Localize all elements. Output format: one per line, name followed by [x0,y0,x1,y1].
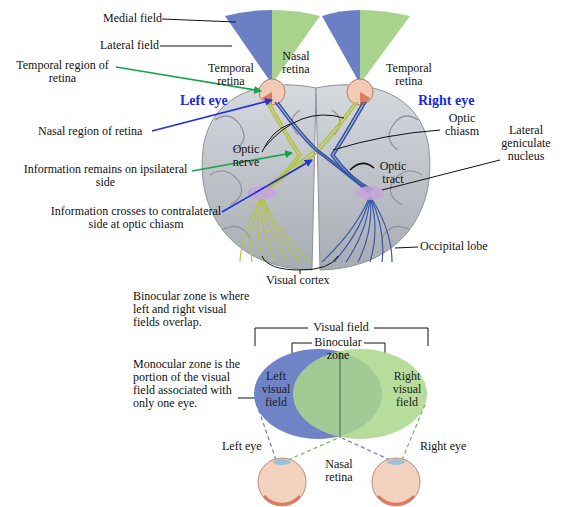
left-hemisphere [202,85,316,270]
fiber [262,102,355,192]
gyrus [210,171,242,205]
callout-label: Medial field [103,12,162,25]
callout-label: Optic nerve [226,143,266,169]
fiber [322,196,370,262]
leader-lines [160,19,500,274]
callout-label: Optic tract [375,160,411,186]
callout-label: Temporal retina [383,62,435,88]
left-radiation [240,196,310,262]
lens [387,459,405,465]
leader-line [160,46,232,47]
eye-label: Left eye [180,93,228,109]
fiber [331,102,370,190]
lgn-body [356,186,384,200]
medial-fan [322,10,360,84]
right-hemisphere [316,85,430,270]
fiber [240,196,262,262]
optic-radiations [240,196,392,262]
lgn [248,186,384,200]
lens [273,459,291,465]
fiber [334,196,370,262]
eyes-bottom [258,458,420,506]
left-eyeball [259,79,285,105]
callout-label: Visual field [311,321,371,334]
callout-label: Information crosses to contralateral sid… [46,205,226,231]
callout-label: Temporal retina [205,62,257,88]
cortex-bracket [262,256,338,274]
callout-label: Occipital lobe [420,240,488,253]
leader-line [238,398,256,399]
ellipse-shape [293,349,427,439]
right-radiation [322,196,392,262]
fiber [370,196,392,262]
lateral-fan [272,10,320,84]
callout-label: Lateral geniculate nucleus [496,124,556,163]
gyrus [222,226,250,238]
callout-label: Right eye [420,440,466,453]
crossing-fibers [275,102,373,193]
ipsilateral-fibers [260,102,358,193]
left-eyeball [258,458,306,506]
right-eyeball [372,458,420,506]
callout-label: Monocular zone is the portion of the vis… [133,358,243,410]
right-eyeball [347,79,373,105]
field-label: Right visual field [388,370,426,409]
callout-label: Left eye [222,440,262,453]
leader-line [395,247,418,248]
field-divider [339,352,340,438]
callout-label: Nasal retina [319,458,359,484]
callout-label: Nasal retina [276,50,316,76]
callout-label: Binocular zone is where left and right v… [133,290,255,329]
gyri [210,110,422,238]
visual-field-ellipse: Right visual field [292,348,428,440]
retina [264,496,300,504]
callout-label: Nasal region of retina [38,125,142,138]
fiber [334,102,373,190]
retina [378,496,414,504]
callout-label: Temporal region of retina [10,59,115,85]
leader-line [162,19,236,22]
eyes-top [259,79,373,105]
callout-label: Visual cortex [266,274,330,287]
fiber [262,196,310,262]
brain [202,85,430,270]
sight-line [342,438,390,460]
sight-lines [256,402,426,460]
field-label: Left visual field [257,370,295,409]
eye-label: Right eye [418,93,474,109]
callout-label: Optic chiasm [440,112,484,138]
arrows [116,67,312,212]
sight-line [288,438,338,460]
fiber [358,196,371,262]
callout-label: Lateral field [100,39,159,52]
leader-hook [350,163,374,170]
leader-line [264,115,344,148]
fiber [346,196,370,262]
leader-line [333,130,440,150]
callout-label: Binocular zone [313,336,363,362]
callout-label: Information remains on ipsilateral side [18,163,193,189]
